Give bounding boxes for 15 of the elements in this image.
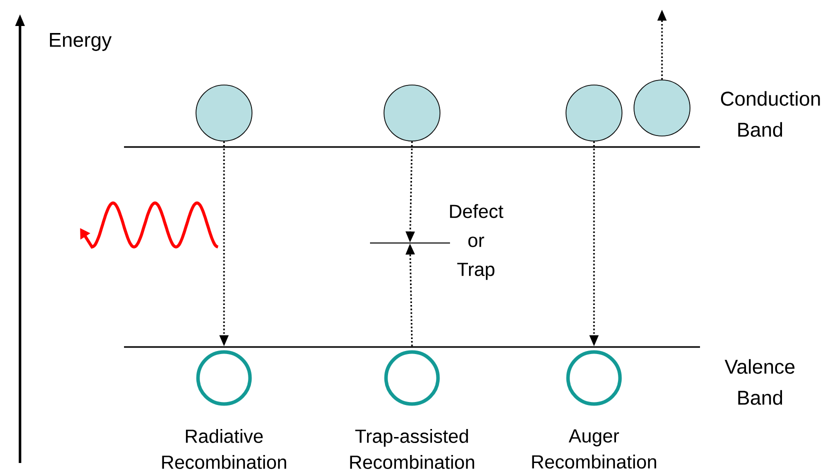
trap-level-line [370,242,450,244]
recombination-label: Auger Recombination [532,429,656,469]
electron-circle [634,80,690,136]
hole-circle [196,350,252,406]
recombination-label: Radiative Recombination [162,429,286,469]
electron-circle [566,84,622,142]
hole-circle [384,350,440,406]
trap-label: Defect or Trap [450,204,504,280]
electron-circle [196,84,252,142]
band-label: Valence Band [724,359,794,405]
band-label: Conduction Band [721,91,820,137]
hole-circle [566,350,622,406]
axis-label: Energy [50,33,112,51]
electron-circle [384,84,440,142]
recombination-label: Trap-assisted Recombination [350,429,474,469]
